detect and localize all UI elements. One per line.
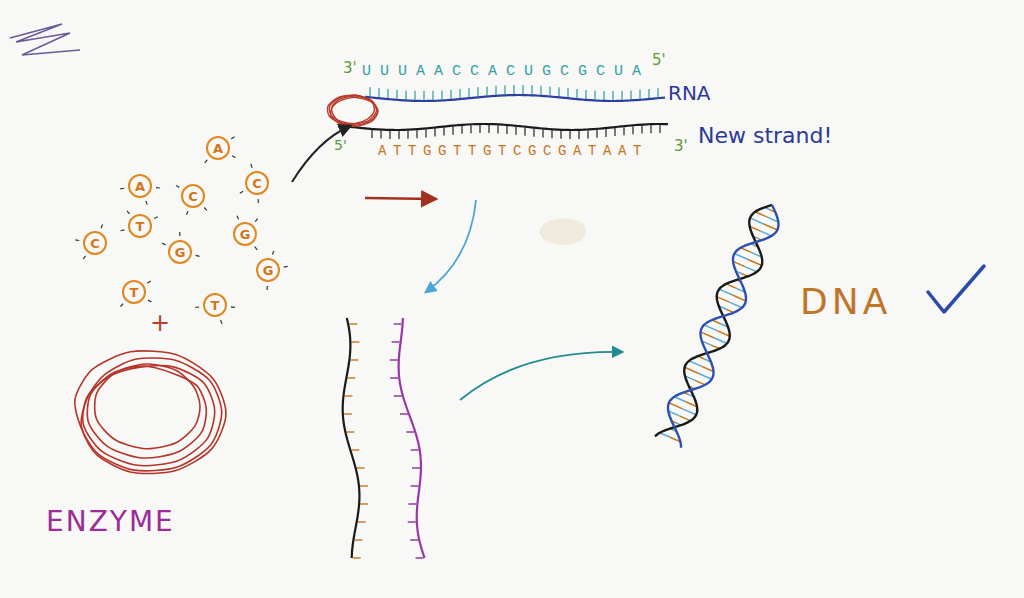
rna-strand xyxy=(365,95,665,101)
enzyme-loop xyxy=(81,358,222,471)
dna-strand xyxy=(343,318,360,558)
dna-sequence: ATTGGTTGTCGCGATAAT xyxy=(378,144,648,159)
base-letter: G xyxy=(263,264,274,277)
helix-strand xyxy=(668,205,779,448)
rna-ticks xyxy=(370,85,658,100)
step-arrow xyxy=(426,200,476,292)
nucleotide-circle: G xyxy=(233,222,257,246)
incorporation-arrow xyxy=(292,126,350,182)
nucleotide-circle: C xyxy=(83,231,107,255)
nucleotide-circle: G xyxy=(256,258,280,282)
base-letter: A xyxy=(135,180,145,193)
enzyme-label: ENZYME xyxy=(46,507,175,538)
end-label: 3' xyxy=(343,60,357,77)
nucleotide-circle: C xyxy=(181,184,205,208)
enzyme-loop xyxy=(95,364,200,449)
enzyme-outline xyxy=(40,338,250,488)
base-letter: A xyxy=(213,142,223,155)
base-letter: T xyxy=(130,286,139,299)
nucleotide-circle: C xyxy=(245,171,269,195)
nucleotide-sparks xyxy=(75,137,287,324)
base-letter: C xyxy=(252,177,262,190)
nucleotide-circle: T xyxy=(128,214,152,238)
base-letter: T xyxy=(211,299,220,312)
smudge xyxy=(539,218,586,245)
enzyme-loop xyxy=(83,366,215,466)
dna-strand xyxy=(399,318,425,558)
base-letter: C xyxy=(90,237,100,250)
nucleotide-circle: G xyxy=(168,240,192,264)
base-letter: C xyxy=(188,190,198,203)
enzyme-on-strand xyxy=(328,95,378,126)
end-label: 5' xyxy=(652,52,666,69)
rna-sequence: UUUAACCACUGCGCUA xyxy=(362,64,650,81)
end-label: 5' xyxy=(334,138,347,153)
nucleotide-circle: T xyxy=(203,293,227,317)
base-letter: G xyxy=(175,246,186,259)
base-letter: G xyxy=(240,228,251,241)
direction-arrow xyxy=(365,198,435,199)
end-label: 3' xyxy=(674,138,688,155)
step-arrow xyxy=(460,352,622,400)
nucleotide-circle: T xyxy=(122,280,146,304)
nucleotide-circle: A xyxy=(128,174,152,198)
base-pairs xyxy=(660,207,779,441)
nucleotide-circle: A xyxy=(206,136,230,160)
enzyme-blob: ENZYME xyxy=(40,338,250,538)
plus-sign: + xyxy=(150,310,170,336)
check-mark xyxy=(928,266,984,312)
enzyme-loop xyxy=(75,351,226,474)
new-strand xyxy=(338,124,668,130)
strand-name: New strand! xyxy=(698,124,832,148)
scribble xyxy=(10,24,80,55)
base-letter: T xyxy=(136,220,145,233)
strand-name: RNA xyxy=(668,82,711,104)
molecule-name: DNA xyxy=(800,282,891,322)
